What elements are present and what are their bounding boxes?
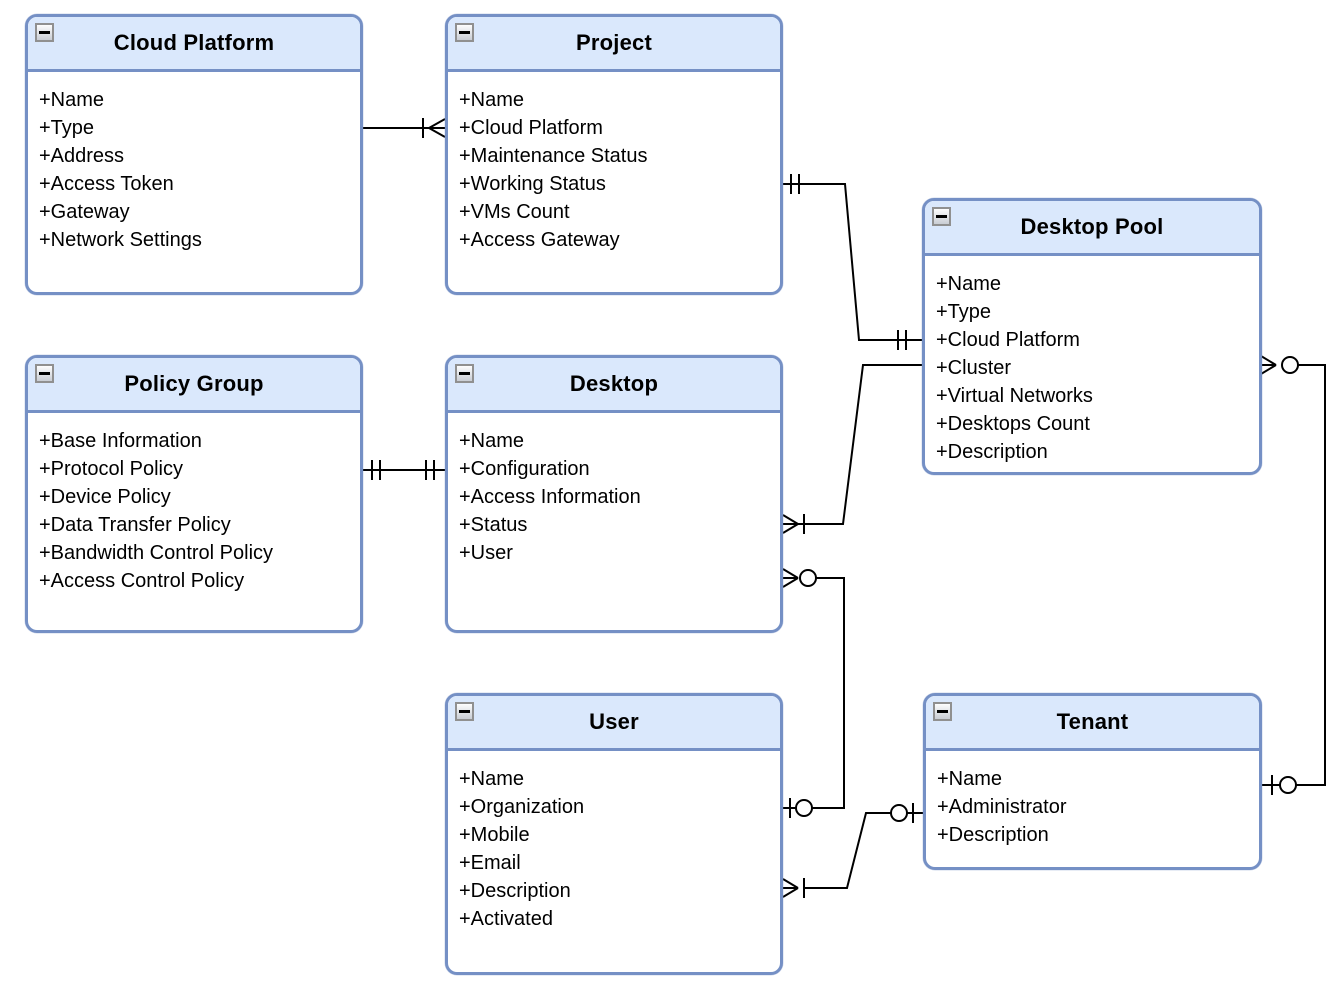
attribute: +Administrator <box>937 796 1067 818</box>
entity-policy-group[interactable]: Policy Group +Base Information +Protocol … <box>25 355 363 633</box>
entity-title: Project <box>576 30 652 55</box>
entity-header: Tenant <box>926 696 1259 751</box>
attribute: +Address <box>39 145 125 167</box>
attribute: +Type <box>936 301 992 323</box>
entity-header: Desktop <box>448 358 780 413</box>
minus-glyph <box>936 215 947 218</box>
attribute: +Working Status <box>459 173 606 195</box>
entity-title: Policy Group <box>124 371 264 396</box>
attribute: +Protocol Policy <box>39 458 183 480</box>
collapse-minus-icon[interactable] <box>35 23 54 42</box>
collapse-minus-icon[interactable] <box>455 702 474 721</box>
minus-glyph <box>39 372 50 375</box>
attribute: +Virtual Networks <box>936 385 1093 407</box>
entity-title: Tenant <box>1056 709 1129 734</box>
collapse-minus-icon[interactable] <box>932 207 951 226</box>
attribute: +Device Policy <box>39 486 171 508</box>
minus-glyph <box>459 31 470 34</box>
attribute: +Name <box>459 430 525 452</box>
attribute: +Bandwidth Control Policy <box>39 542 274 564</box>
attribute: +Access Token <box>39 173 174 195</box>
entity-desktop-pool[interactable]: Desktop Pool +Name +Type +Cloud Platform +C… <box>922 198 1262 475</box>
attribute-list: +Name +Administrator +Description <box>926 751 1259 867</box>
connector-desktop-user[interactable] <box>782 568 845 818</box>
attribute: +Description <box>459 880 571 902</box>
entity-user[interactable]: User +Name +Organization +Mobile +Email +Des… <box>445 693 783 975</box>
attribute: +Maintenance Status <box>459 145 648 167</box>
attribute: +Name <box>459 89 525 111</box>
attribute-list: +Name +Type +Cloud Platform +Cluster +Virtua… <box>925 256 1259 472</box>
attribute: +Mobile <box>459 824 530 846</box>
entity-header: Policy Group <box>28 358 360 413</box>
connector-desktoppool-tenant[interactable] <box>1260 355 1326 795</box>
attribute: +Status <box>459 514 528 536</box>
attribute: +Cloud Platform <box>459 117 603 139</box>
attribute: +Desktops Count <box>936 413 1090 435</box>
attribute: +Base Information <box>39 430 202 452</box>
attribute: +Name <box>39 89 105 111</box>
entity-tenant[interactable]: Tenant +Name +Administrator +Description <box>923 693 1262 870</box>
entity-title: Desktop <box>569 371 659 396</box>
attribute: +Name <box>459 768 525 790</box>
attribute: +Gateway <box>39 201 130 223</box>
minus-glyph <box>459 710 470 713</box>
attribute: +Network Settings <box>39 229 202 251</box>
attribute: +Cloud Platform <box>936 329 1080 351</box>
attribute: +VMs Count <box>459 201 570 223</box>
entity-header: Cloud Platform <box>28 17 360 72</box>
minus-glyph <box>39 31 50 34</box>
connector-cloudplatform-project[interactable] <box>363 118 446 138</box>
entity-title: User <box>589 709 639 734</box>
entity-cloud-platform[interactable]: Cloud Platform +Name +Type +Address +Access… <box>25 14 363 295</box>
entity-header: Desktop Pool <box>925 201 1259 256</box>
attribute: +Data Transfer Policy <box>39 514 231 536</box>
attribute: +Description <box>936 441 1048 463</box>
attribute-list: +Name +Configuration +Access Information +S… <box>448 413 780 630</box>
attribute: +Access Information <box>459 486 641 508</box>
connector-policygroup-desktop[interactable] <box>363 460 445 480</box>
entity-title: Desktop Pool <box>1020 214 1164 239</box>
attribute: +User <box>459 542 513 564</box>
attribute: +Organization <box>459 796 585 818</box>
attribute: +Name <box>936 273 1002 295</box>
attribute-list: +Name +Type +Address +Access Token +Gateway +… <box>28 72 360 292</box>
attribute-list: +Name +Cloud Platform +Maintenance Status +… <box>448 72 780 292</box>
collapse-minus-icon[interactable] <box>35 364 54 383</box>
attribute: +Configuration <box>459 458 590 480</box>
connector-user-tenant[interactable] <box>782 803 925 898</box>
attribute-list: +Name +Organization +Mobile +Email +Descript… <box>448 751 780 972</box>
attribute: +Description <box>937 824 1049 846</box>
attribute: +Name <box>937 768 1003 790</box>
entity-header: User <box>448 696 780 751</box>
minus-glyph <box>937 710 948 713</box>
entity-project[interactable]: Project +Name +Cloud Platform +Maintenance… <box>445 14 783 295</box>
attribute: +Type <box>39 117 95 139</box>
entity-desktop[interactable]: Desktop +Name +Configuration +Access Infor… <box>445 355 783 633</box>
entity-header: Project <box>448 17 780 72</box>
attribute-list: +Base Information +Protocol Policy +Device… <box>28 413 360 630</box>
connector-desktop-desktoppool[interactable] <box>782 364 922 534</box>
attribute: +Access Control Policy <box>39 570 245 592</box>
attribute: +Cluster <box>936 357 1012 379</box>
attribute: +Access Gateway <box>459 229 620 251</box>
minus-glyph <box>459 372 470 375</box>
attribute: +Activated <box>459 908 553 930</box>
collapse-minus-icon[interactable] <box>933 702 952 721</box>
entity-title: Cloud Platform <box>113 30 275 55</box>
collapse-minus-icon[interactable] <box>455 364 474 383</box>
attribute: +Email <box>459 852 521 874</box>
collapse-minus-icon[interactable] <box>455 23 474 42</box>
connector-project-desktoppool[interactable] <box>783 174 922 350</box>
